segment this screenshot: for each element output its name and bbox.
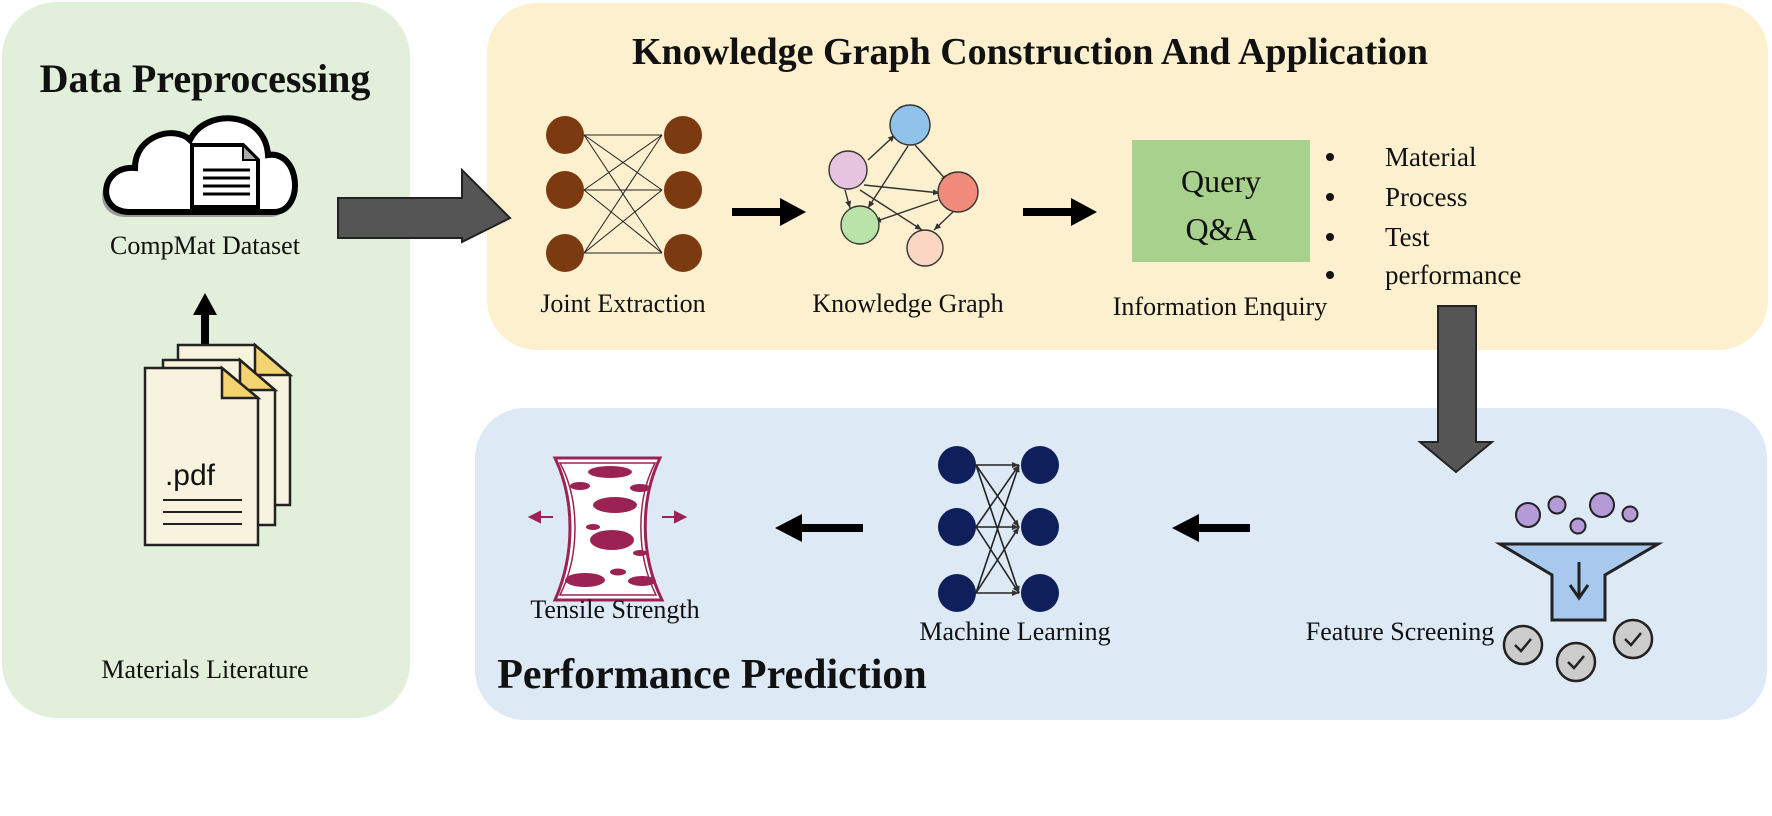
network-node: [1021, 446, 1059, 484]
query-qa-box: [1132, 140, 1310, 262]
pdf-documents-icon: [143, 342, 294, 547]
network-node: [546, 234, 584, 272]
cloud-document-icon: [102, 115, 298, 217]
joint-extraction-label: Joint Extraction: [540, 289, 705, 318]
bullet-list: Material Process Test performance: [1326, 142, 1521, 290]
pdf-label: .pdf: [165, 459, 216, 492]
bullet-test: Test: [1385, 222, 1430, 252]
network-edge: [975, 526, 1020, 594]
machine-learning-label: Machine Learning: [919, 617, 1110, 646]
network-node: [664, 116, 702, 154]
big-down-arrow-icon: [1417, 305, 1495, 474]
feature-screening-label: Feature Screening: [1306, 617, 1494, 646]
left-arrow-icon: [1172, 514, 1250, 542]
network-edge: [583, 134, 663, 191]
tensile-specimen-icon: [527, 456, 688, 602]
performance-prediction-panel: [475, 408, 1767, 720]
feature-screening-funnel-icon: [1494, 492, 1664, 683]
network-node: [546, 171, 584, 209]
machine-learning-network-icon: [938, 446, 1059, 612]
up-arrow-icon: [193, 293, 217, 345]
network-edge: [583, 134, 663, 254]
bullet-material: Material: [1385, 142, 1476, 172]
network-edge: [975, 464, 1020, 594]
tensile-strength-label: Tensile Strength: [530, 595, 699, 624]
network-node: [1021, 574, 1059, 612]
knowledge-graph-icon: [828, 104, 979, 267]
network-node: [938, 446, 976, 484]
network-node: [938, 574, 976, 612]
joint-extraction-network-icon: [546, 116, 702, 272]
qa-label: Q&A: [1185, 211, 1256, 247]
knowledge-graph-label: Knowledge Graph: [812, 289, 1003, 318]
network-edge: [583, 189, 663, 254]
compmat-dataset-label: CompMat Dataset: [110, 231, 301, 260]
bullet-process: Process: [1385, 182, 1468, 212]
knowledge-graph-panel: [487, 3, 1768, 350]
left-arrow-icon: [775, 514, 863, 542]
network-node: [664, 234, 702, 272]
network-edge: [975, 464, 1020, 528]
big-right-arrow-icon: [337, 167, 512, 244]
bullet-performance: performance: [1385, 260, 1521, 290]
network-node: [1021, 508, 1059, 546]
network-node: [664, 171, 702, 209]
data-preprocessing-title: Data Preprocessing: [40, 56, 371, 101]
materials-literature-label: Materials Literature: [101, 655, 308, 684]
performance-prediction-title: Performance Prediction: [497, 652, 927, 698]
query-label: Query: [1181, 163, 1261, 199]
network-node: [546, 116, 584, 154]
network-node: [938, 508, 976, 546]
information-enquiry-label: Information Enquiry: [1113, 292, 1327, 321]
right-arrow-icon: [1023, 198, 1097, 226]
knowledge-graph-title: Knowledge Graph Construction And Applica…: [632, 31, 1428, 73]
right-arrow-icon: [732, 198, 806, 226]
